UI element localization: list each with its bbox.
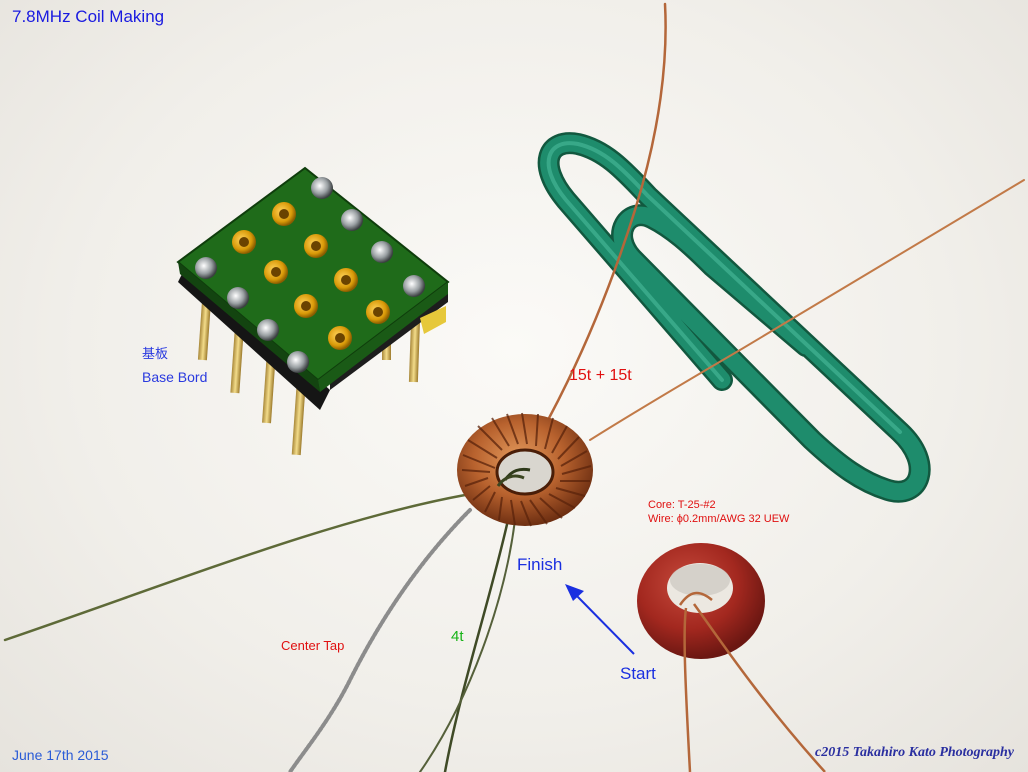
start-to-finish-arrow xyxy=(565,584,635,655)
green-wire-down xyxy=(419,519,516,772)
pcb-pads xyxy=(232,202,390,350)
center-tap-label: Center Tap xyxy=(281,638,345,653)
copper-wire-top xyxy=(546,2,667,422)
wire-spec-label: Wire: ϕ0.2mm/AWG 32 UEW xyxy=(648,513,790,525)
paper-clip xyxy=(537,132,931,503)
wound-toroid xyxy=(457,412,593,527)
secondary-turns-label: 4t xyxy=(451,628,464,645)
lead-wires xyxy=(3,2,1025,772)
copper-wire-right xyxy=(589,179,1025,441)
bare-toroid-core xyxy=(637,543,826,772)
photo-title: 7.8MHz Coil Making xyxy=(12,7,165,26)
base-board-label-jp: 基板 xyxy=(142,346,169,361)
green-wire-left xyxy=(3,493,467,642)
finish-label: Finish xyxy=(517,555,563,574)
base-board xyxy=(176,166,450,456)
pcb xyxy=(176,166,450,382)
start-label: Start xyxy=(620,664,656,683)
photo-date: June 17th 2015 xyxy=(12,747,109,763)
pcb-screw-pins xyxy=(195,177,425,373)
base-board-label-en: Base Bord xyxy=(142,369,208,385)
winding-turns-label: 15t + 15t xyxy=(569,367,632,384)
coil-windings xyxy=(461,412,592,527)
green-wire-4t xyxy=(443,518,510,772)
photo-copyright: c2015 Takahiro Kato Photography xyxy=(815,745,1015,760)
twisted-center-tap-wire xyxy=(288,508,472,772)
core-type-label: Core: T-25-#2 xyxy=(648,499,716,511)
pcb-yellow-tab xyxy=(420,306,446,334)
